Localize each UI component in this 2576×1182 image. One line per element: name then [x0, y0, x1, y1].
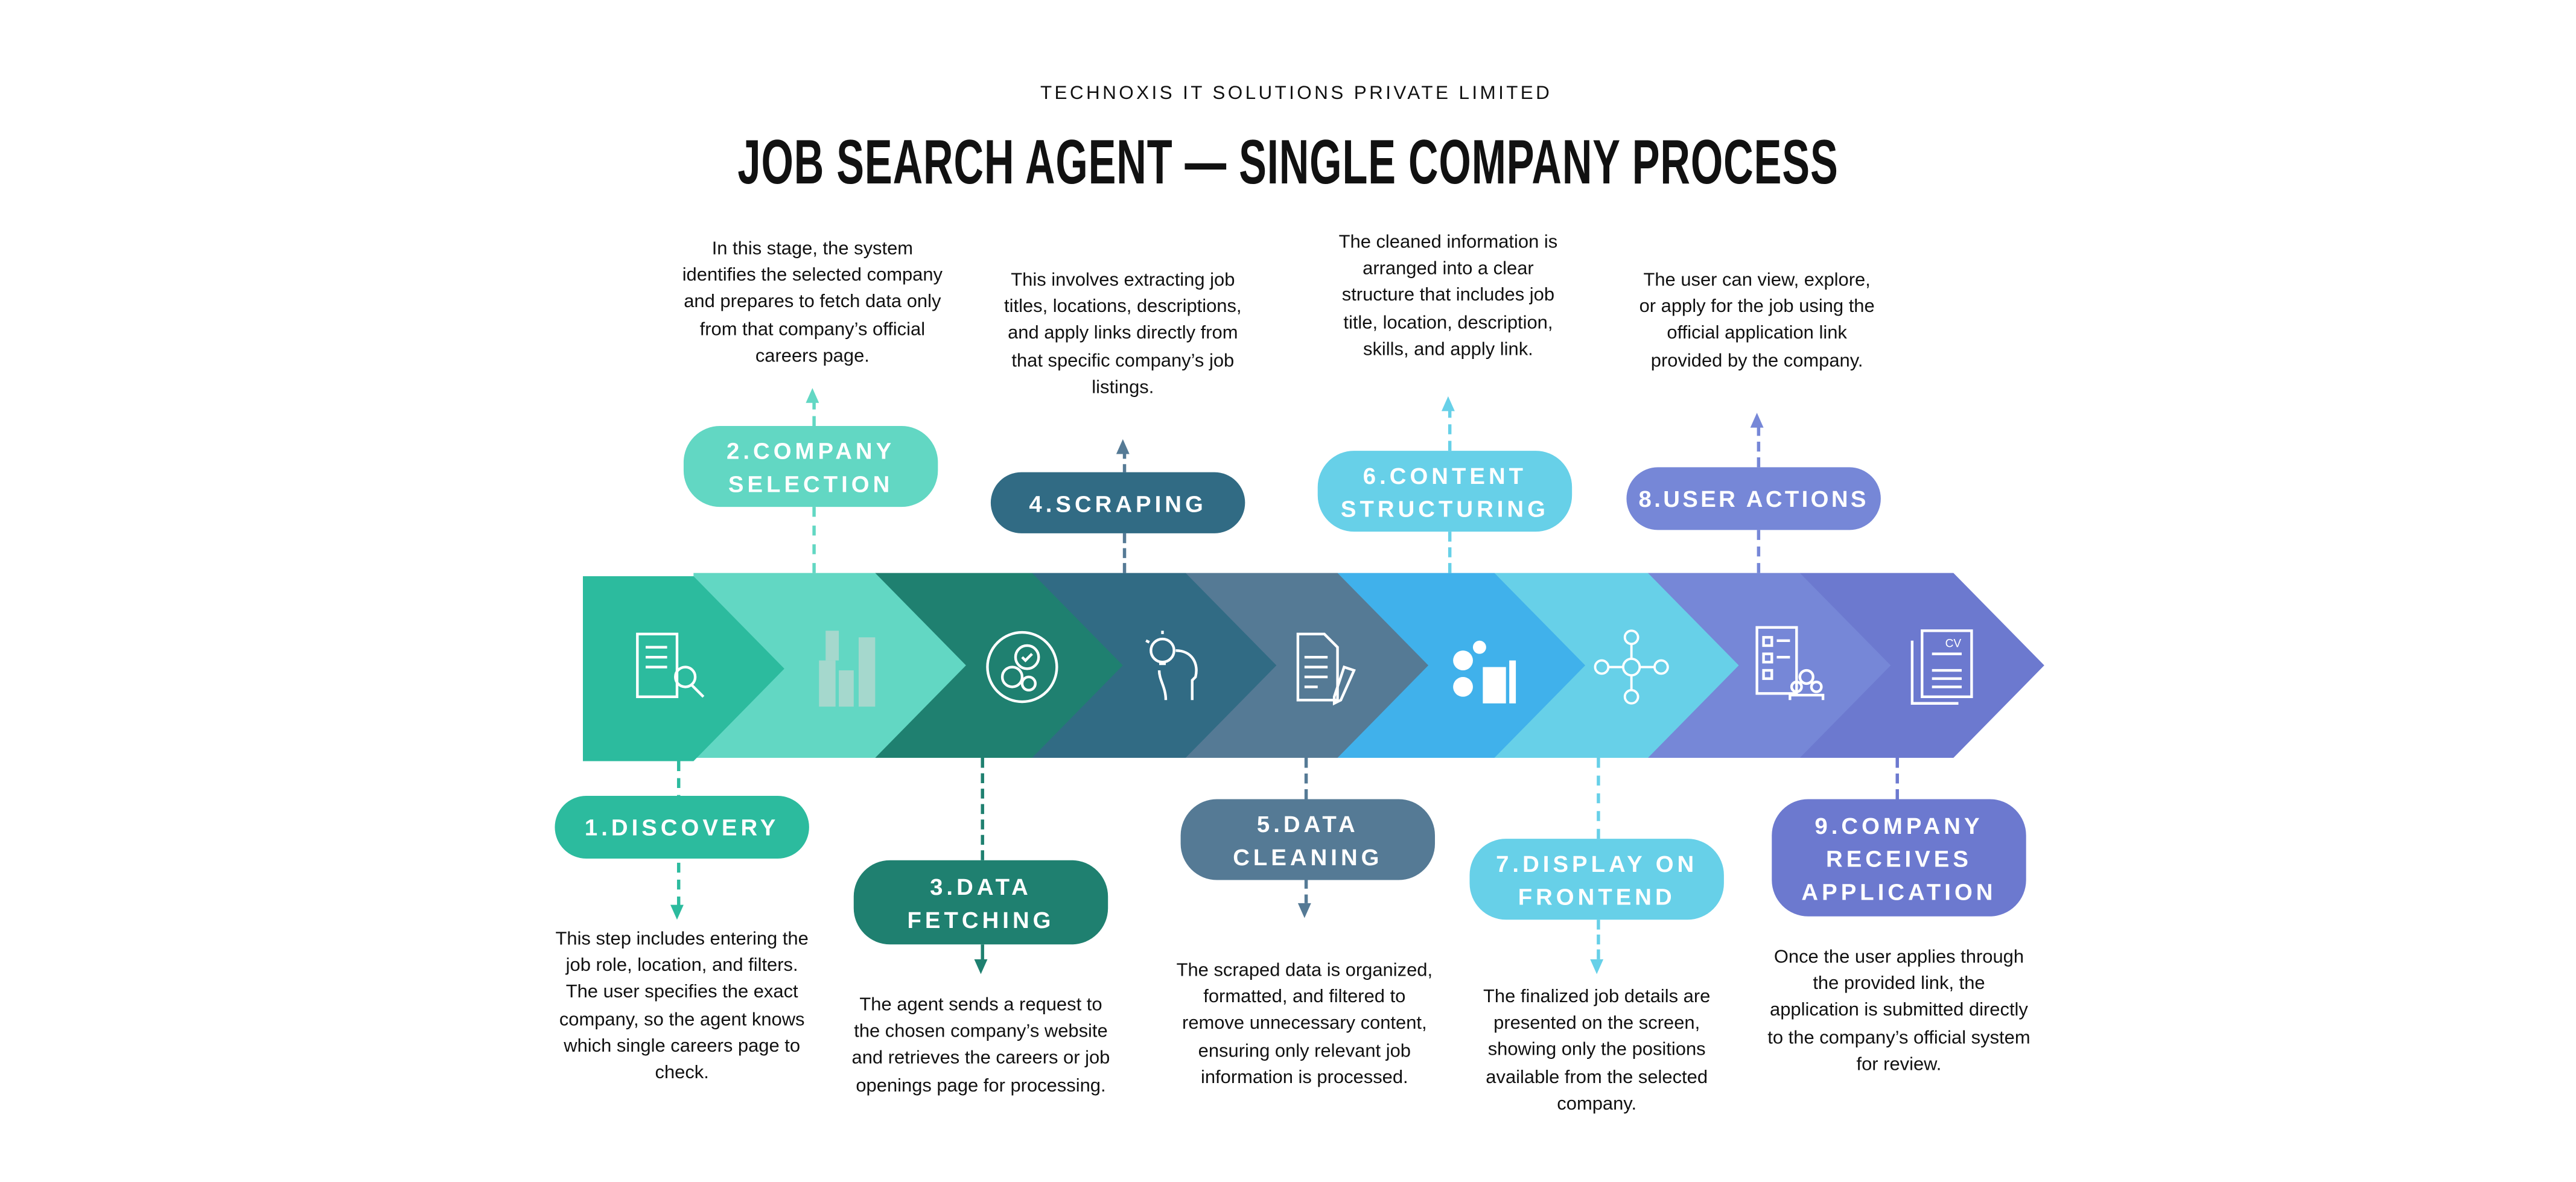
connector-2	[812, 507, 816, 573]
arrow-down-icon	[1590, 959, 1604, 974]
step-7-label: 7.DISPLAY ON FRONTEND	[1469, 839, 1724, 920]
document-search-icon	[636, 632, 705, 698]
arrow-up-icon	[1750, 413, 1764, 428]
head-lightbulb-icon	[1145, 631, 1198, 701]
company-name: TECHNOXIS IT SOLUTIONS PRIVATE LIMITED	[1040, 84, 1553, 104]
svg-text:CV: CV	[1945, 638, 1962, 650]
step-3-description: The agent sends a request to the chosen …	[851, 996, 1110, 1096]
chevron-5	[1185, 573, 1429, 758]
step-9-description: Once the user applies through the provid…	[1767, 947, 2031, 1075]
connector-6-top	[1448, 407, 1452, 451]
step-1-label: 1.DISCOVERY	[555, 795, 809, 859]
title-text: JOB SEARCH AGENT — SINGLE COMPANY PROCES…	[737, 129, 1839, 199]
step-6-description: The cleaned information is arranged into…	[1338, 232, 1558, 360]
connector-5-bottom	[1304, 880, 1308, 903]
buildings-icon	[819, 631, 876, 707]
decision-network-icon	[1594, 629, 1669, 705]
gears-idea-icon	[1453, 640, 1516, 704]
connector-8-top	[1757, 426, 1761, 468]
connector-4-top	[1122, 451, 1127, 472]
connector-7-bottom	[1597, 920, 1600, 959]
arrow-down-icon	[974, 959, 988, 974]
connector-9	[1895, 758, 1899, 799]
step-7-description: The finalized job details are presented …	[1483, 987, 1711, 1114]
step-1-description: This step includes entering the job role…	[555, 929, 809, 1084]
connector-6	[1448, 532, 1452, 573]
step-8-description: The user can view, explore, or apply for…	[1639, 270, 1875, 371]
step-6-label: 6.CONTENT STRUCTURING	[1317, 451, 1573, 532]
step-2-label: 2.COMPANY SELECTION	[683, 426, 938, 507]
step-4-description: This involves extracting job titles, loc…	[1004, 270, 1242, 398]
step-9-label: 9.COMPANY RECEIVES APPLICATION	[1772, 799, 2026, 917]
step-2-description: In this stage, the system identifies the…	[682, 239, 943, 366]
step-5-description: The scraped data is organized, formatted…	[1176, 961, 1433, 1088]
connector-5	[1304, 758, 1308, 799]
arrow-up-icon	[806, 388, 819, 403]
arrow-up-icon	[1116, 439, 1130, 454]
connector-4	[1122, 533, 1127, 573]
chevron-4	[1032, 573, 1277, 758]
connector-3-bottom	[981, 944, 984, 961]
connector-8	[1757, 530, 1761, 573]
arrow-down-icon	[1297, 903, 1311, 918]
cv-document-icon: CV	[1910, 629, 1973, 705]
step-8-label: 8.USER ACTIONS	[1626, 467, 1881, 530]
connector-2-top	[812, 399, 816, 427]
connector-3	[981, 758, 984, 860]
connector-7	[1597, 758, 1600, 839]
step-5-label: 5.DATA CLEANING	[1180, 799, 1436, 880]
page-title: JOB SEARCH AGENT — SINGLE COMPANY PROCES…	[0, 129, 2576, 200]
gears-cycle-icon	[986, 631, 1058, 704]
document-pencil-icon	[1296, 632, 1356, 706]
chevron-8	[1648, 573, 1891, 758]
chevron-7	[1494, 573, 1739, 758]
step-4-label: 4.SCRAPING	[990, 472, 1245, 533]
step-3-label: 3.DATA FETCHING	[853, 860, 1108, 945]
chevron-1	[582, 576, 784, 761]
arrow-up-icon	[1441, 396, 1455, 411]
chevron-3	[875, 573, 1123, 758]
checklist-users-icon	[1755, 626, 1825, 701]
arrow-down-icon	[670, 904, 684, 920]
